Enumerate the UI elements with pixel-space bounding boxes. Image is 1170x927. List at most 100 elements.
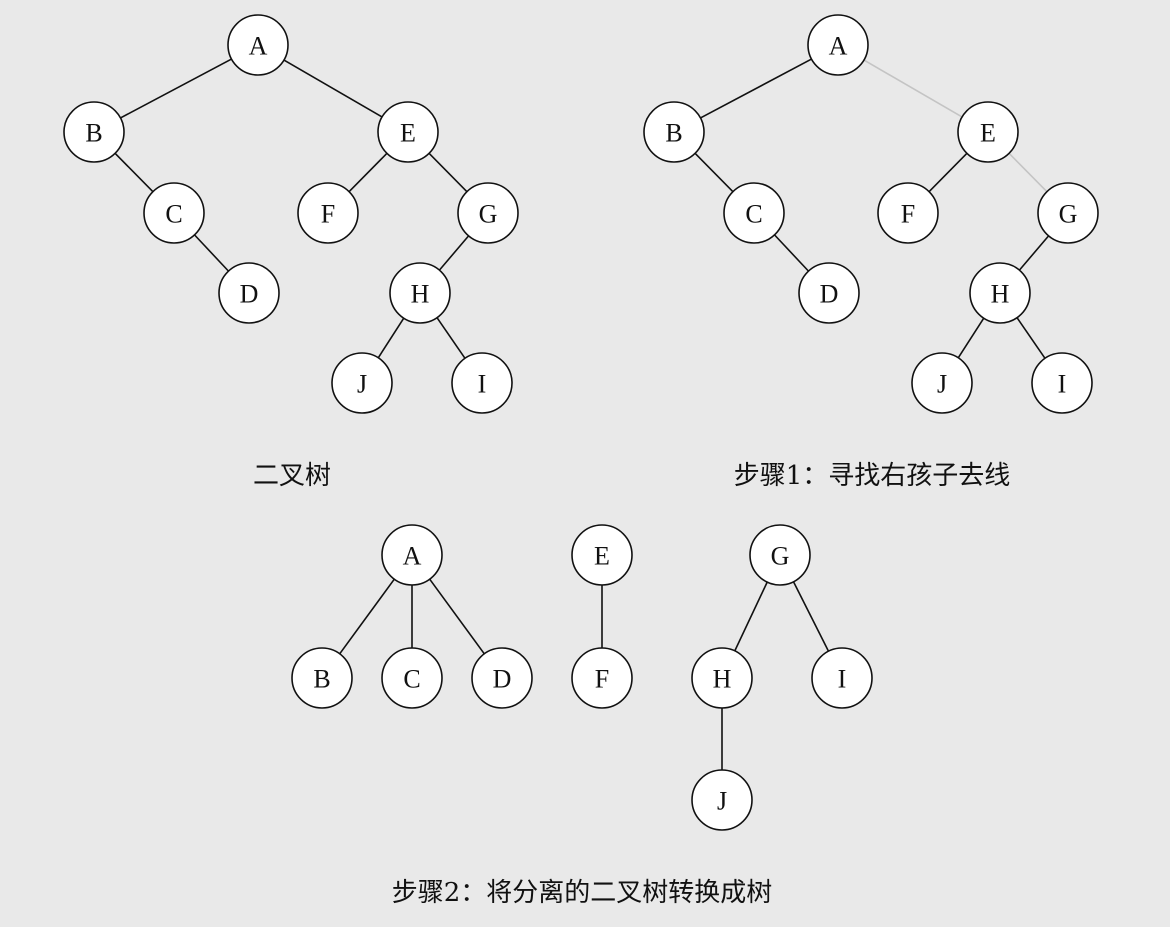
step1-node-E-label: E bbox=[980, 119, 996, 148]
step2-tree1-node-D: D bbox=[471, 647, 533, 709]
binary-tree-node-C-label: C bbox=[165, 200, 182, 229]
step1-node-H-circle bbox=[969, 262, 1031, 324]
step2-tree2-node-F: F bbox=[571, 647, 633, 709]
step1-edge-B-C bbox=[694, 152, 734, 193]
binary-tree-node-G: G bbox=[457, 182, 519, 244]
step2-tree2-tree: EF bbox=[571, 524, 633, 709]
step1-edge-E-F bbox=[928, 152, 968, 193]
step2-tree1-node-B: B bbox=[291, 647, 353, 709]
binary-tree-edge-G-H bbox=[438, 235, 470, 271]
step2-tree1-node-D-circle bbox=[471, 647, 533, 709]
step2-tree3-node-I: I bbox=[811, 647, 873, 709]
binary-tree-node-I: I bbox=[451, 352, 513, 414]
step2-tree3-edge-G-H bbox=[734, 581, 768, 652]
step2-tree2-node-F-circle bbox=[571, 647, 633, 709]
step2-tree1-node-A: A bbox=[381, 524, 443, 586]
binary-tree-edge-B-C bbox=[114, 152, 154, 193]
step1-node-I: I bbox=[1031, 352, 1093, 414]
binary-tree-node-B-circle bbox=[63, 101, 125, 163]
step2-tree1-tree: A B C D bbox=[291, 524, 533, 709]
step2-tree1-node-C-label: C bbox=[403, 665, 420, 694]
step1-node-C-circle bbox=[723, 182, 785, 244]
binary-tree-edge-E-F bbox=[348, 152, 388, 193]
binary-tree-node-A-circle bbox=[227, 14, 289, 76]
step2-tree1-node-B-circle bbox=[291, 647, 353, 709]
step1-node-D: D bbox=[798, 262, 860, 324]
caption-binary-tree: 二叉树 bbox=[252, 461, 332, 491]
binary-tree-edge-E-G bbox=[428, 152, 468, 193]
binary-tree-node-H-circle bbox=[389, 262, 451, 324]
step1-edge-E-G-removed bbox=[1008, 152, 1048, 193]
step2-tree1-node-B-label: B bbox=[313, 665, 330, 694]
step1-node-F: F bbox=[877, 182, 939, 244]
caption-step2: 步骤2：将分离的二叉树转换成树 bbox=[391, 878, 773, 908]
step2-tree3-edge-G-I bbox=[792, 581, 830, 652]
binary-tree-node-D-label: D bbox=[240, 280, 259, 309]
binary-tree-node-C: C bbox=[143, 182, 205, 244]
binary-tree-node-F: F bbox=[297, 182, 359, 244]
step2-tree1-node-C-circle bbox=[381, 647, 443, 709]
step2-tree1-edge-A-B bbox=[339, 578, 395, 655]
step1-node-A-circle bbox=[807, 14, 869, 76]
step1-node-D-label: D bbox=[820, 280, 839, 309]
step2-tree2-node-F-label: F bbox=[595, 665, 609, 694]
step1-node-G-circle bbox=[1037, 182, 1099, 244]
binary-tree-node-G-circle bbox=[457, 182, 519, 244]
step2-tree1-node-D-label: D bbox=[493, 665, 512, 694]
step2-tree3-tree: G H I J bbox=[691, 524, 873, 831]
step1-edge-H-J bbox=[957, 317, 985, 359]
step1-node-F-label: F bbox=[901, 200, 915, 229]
step1-node-F-circle bbox=[877, 182, 939, 244]
binary-tree-node-J-circle bbox=[331, 352, 393, 414]
step2-tree1-edge-A-D bbox=[429, 578, 485, 655]
binary-tree-node-J-label: J bbox=[357, 370, 367, 399]
step1-node-B-label: B bbox=[665, 119, 682, 148]
step2-tree2-node-E: E bbox=[571, 524, 633, 586]
step1-edge-H-I bbox=[1016, 317, 1046, 359]
step1-edge-G-H bbox=[1018, 235, 1050, 271]
step2-tree3-node-H-label: H bbox=[713, 665, 732, 694]
step2-tree2-node-E-label: E bbox=[594, 542, 610, 571]
step2-tree3-node-J-circle bbox=[691, 769, 753, 831]
step2-tree3-node-H-circle bbox=[691, 647, 753, 709]
binary-tree-node-C-circle bbox=[143, 182, 205, 244]
binary-tree-edge-A-B bbox=[120, 58, 232, 119]
step1-node-G-label: G bbox=[1059, 200, 1078, 229]
step2-tree3-node-H: H bbox=[691, 647, 753, 709]
step2-tree3-node-J-label: J bbox=[717, 787, 727, 816]
step2-tree3-node-I-label: I bbox=[838, 665, 847, 694]
step1-node-A-label: A bbox=[829, 32, 848, 61]
binary-tree-edge-H-J bbox=[377, 317, 405, 359]
binary-tree-edge-A-E bbox=[283, 59, 383, 118]
step1-node-D-circle bbox=[798, 262, 860, 324]
step1-node-A: A bbox=[807, 14, 869, 76]
binary-tree-node-I-circle bbox=[451, 352, 513, 414]
step2-tree3-node-G-circle bbox=[749, 524, 811, 586]
binary-tree-node-B-label: B bbox=[85, 119, 102, 148]
binary-tree-node-A-label: A bbox=[249, 32, 268, 61]
binary-tree-node-G-label: G bbox=[479, 200, 498, 229]
step1-node-B-circle bbox=[643, 101, 705, 163]
step2-tree3-node-J: J bbox=[691, 769, 753, 831]
step1-edge-C-D bbox=[773, 234, 810, 272]
binary-tree-node-B: B bbox=[63, 101, 125, 163]
step1-node-E: E bbox=[957, 101, 1019, 163]
binary-tree-node-F-label: F bbox=[321, 200, 335, 229]
binary-tree-node-F-circle bbox=[297, 182, 359, 244]
binary-tree-node-D-circle bbox=[218, 262, 280, 324]
step1-node-J-circle bbox=[911, 352, 973, 414]
step2-tree1-node-A-circle bbox=[381, 524, 443, 586]
step1-node-I-label: I bbox=[1058, 370, 1067, 399]
step2-tree3-node-I-circle bbox=[811, 647, 873, 709]
step1-node-J-label: J bbox=[937, 370, 947, 399]
step1-node-G: G bbox=[1037, 182, 1099, 244]
step1-node-B: B bbox=[643, 101, 705, 163]
step1-node-J: J bbox=[911, 352, 973, 414]
binary-tree-node-A: A bbox=[227, 14, 289, 76]
step1-node-H-label: H bbox=[991, 280, 1010, 309]
step2-tree3-node-G-label: G bbox=[771, 542, 790, 571]
